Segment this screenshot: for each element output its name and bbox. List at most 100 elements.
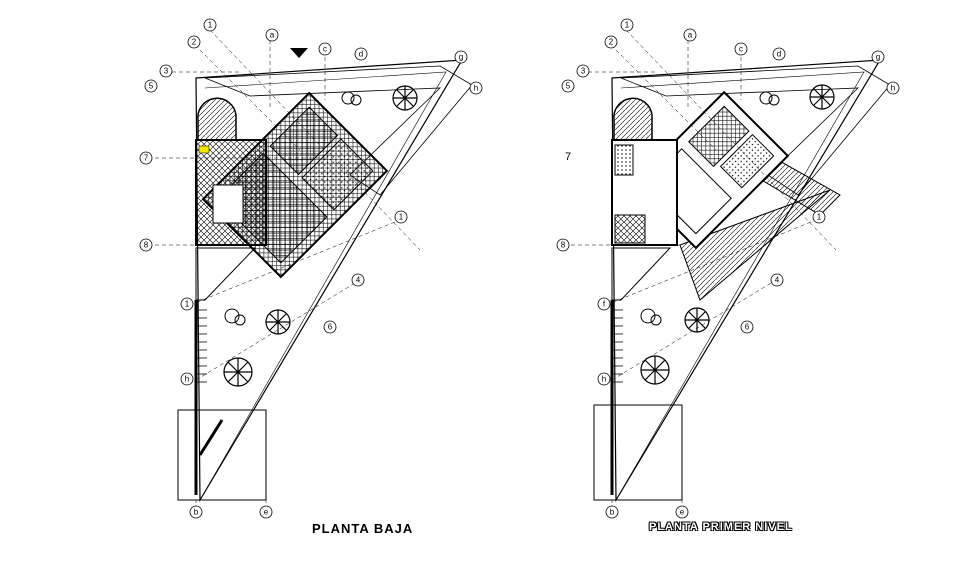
axis-bubble bbox=[159, 64, 173, 78]
axis-bubble bbox=[139, 151, 153, 165]
axis-bubble bbox=[770, 273, 784, 287]
svg-text:e: e bbox=[264, 508, 269, 517]
lot-boundary bbox=[611, 59, 882, 503]
svg-text:7: 7 bbox=[144, 154, 149, 163]
axis-bubble bbox=[556, 238, 570, 252]
plan-title-planta-baja: PLANTA BAJA bbox=[312, 521, 414, 536]
yellow-highlight bbox=[198, 145, 210, 154]
svg-text:3: 3 bbox=[164, 67, 169, 76]
axis-bubble bbox=[259, 505, 273, 519]
axis-bubble bbox=[683, 28, 697, 42]
svg-text:1: 1 bbox=[817, 213, 822, 222]
tree-icon bbox=[265, 309, 291, 335]
svg-text:1: 1 bbox=[399, 213, 404, 222]
axis-bubble bbox=[187, 35, 201, 49]
axis-bubble bbox=[605, 505, 619, 519]
svg-text:2: 2 bbox=[192, 38, 197, 47]
shrub-icon bbox=[640, 91, 780, 326]
shrub-icon bbox=[224, 91, 362, 326]
spiral-stair bbox=[613, 97, 653, 141]
garage bbox=[593, 404, 683, 501]
axis-bubble bbox=[561, 79, 575, 93]
axis-bubble bbox=[871, 50, 885, 64]
axis-bubble bbox=[597, 297, 611, 311]
spiral-stair bbox=[197, 97, 237, 141]
axis-bubble bbox=[675, 505, 689, 519]
lot-inner-boundary bbox=[620, 71, 865, 489]
svg-text:4: 4 bbox=[775, 276, 780, 285]
svg-text:4: 4 bbox=[356, 276, 361, 285]
axis-labels-right: 1 2 3 5 8 a c d g h 1 4 6 f h b e 7 bbox=[561, 21, 895, 517]
axis-bubble bbox=[180, 297, 194, 311]
level-note: 7 bbox=[565, 151, 571, 163]
svg-text:1: 1 bbox=[185, 300, 190, 309]
svg-text:c: c bbox=[739, 45, 743, 54]
svg-text:g: g bbox=[876, 53, 880, 62]
svg-text:g: g bbox=[459, 53, 463, 62]
tree-icon bbox=[640, 355, 670, 385]
svg-text:5: 5 bbox=[149, 82, 154, 91]
tree-icon bbox=[684, 307, 710, 333]
axis-bubble bbox=[394, 210, 408, 224]
planta-primer-nivel-plan bbox=[571, 29, 891, 510]
svg-text:f: f bbox=[603, 300, 606, 309]
dining-table bbox=[212, 184, 244, 224]
entry-arrow-icon bbox=[290, 48, 308, 58]
lot-inner-boundary bbox=[204, 71, 447, 489]
axis-bubble bbox=[734, 42, 748, 56]
side-ramp bbox=[195, 247, 257, 301]
svg-text:1: 1 bbox=[208, 21, 213, 30]
plan-title-planta-primer-nivel: PLANTA PRIMER NIVEL bbox=[649, 521, 793, 533]
svg-text:d: d bbox=[359, 50, 363, 59]
tree-icon bbox=[392, 85, 418, 111]
svg-text:6: 6 bbox=[745, 323, 750, 332]
closet bbox=[614, 144, 634, 176]
svg-text:h: h bbox=[891, 84, 895, 93]
axis-bubble bbox=[139, 238, 153, 252]
terrace bbox=[679, 189, 831, 301]
axis-bubble bbox=[189, 505, 203, 519]
axis-labels-left: 1 2 3 5 7 8 a c d g h 1 4 6 1 h b e bbox=[144, 21, 478, 517]
svg-text:b: b bbox=[194, 508, 199, 517]
svg-text:8: 8 bbox=[144, 241, 149, 250]
axis-bubble bbox=[351, 273, 365, 287]
svg-text:b: b bbox=[610, 508, 615, 517]
axis-bubble bbox=[597, 372, 611, 386]
svg-text:h: h bbox=[602, 375, 606, 384]
axis-bubble bbox=[318, 42, 332, 56]
axis-bubble bbox=[886, 81, 900, 95]
svg-text:3: 3 bbox=[581, 67, 586, 76]
tree-icon bbox=[809, 84, 835, 110]
axis-bubble bbox=[265, 28, 279, 42]
svg-text:5: 5 bbox=[566, 82, 571, 91]
svg-text:h: h bbox=[474, 84, 478, 93]
axis-lines bbox=[155, 29, 421, 510]
axis-bubble bbox=[740, 320, 754, 334]
axis-bubble bbox=[180, 372, 194, 386]
svg-text:a: a bbox=[688, 31, 693, 40]
svg-text:h: h bbox=[185, 375, 189, 384]
svg-text:e: e bbox=[680, 508, 685, 517]
axis-bubble bbox=[772, 47, 786, 61]
bathroom bbox=[614, 214, 646, 244]
axis-bubbles-left bbox=[139, 18, 483, 519]
tree-icon bbox=[223, 357, 253, 387]
svg-text:c: c bbox=[323, 45, 327, 54]
axis-bubble bbox=[812, 210, 826, 224]
side-ramp bbox=[611, 247, 672, 301]
lot-boundary bbox=[195, 59, 464, 503]
axis-bubble bbox=[469, 81, 483, 95]
stairs-left bbox=[197, 309, 207, 383]
svg-text:6: 6 bbox=[328, 323, 333, 332]
axis-bubble bbox=[354, 47, 368, 61]
axis-bubbles-right bbox=[556, 18, 900, 519]
axis-bubble bbox=[620, 18, 634, 32]
svg-text:1: 1 bbox=[625, 21, 630, 30]
axis-bubble bbox=[604, 35, 618, 49]
svg-text:8: 8 bbox=[561, 241, 566, 250]
planta-baja-plan bbox=[155, 29, 473, 510]
stairs-left bbox=[613, 309, 623, 383]
svg-text:2: 2 bbox=[609, 38, 614, 47]
svg-text:d: d bbox=[777, 50, 781, 59]
